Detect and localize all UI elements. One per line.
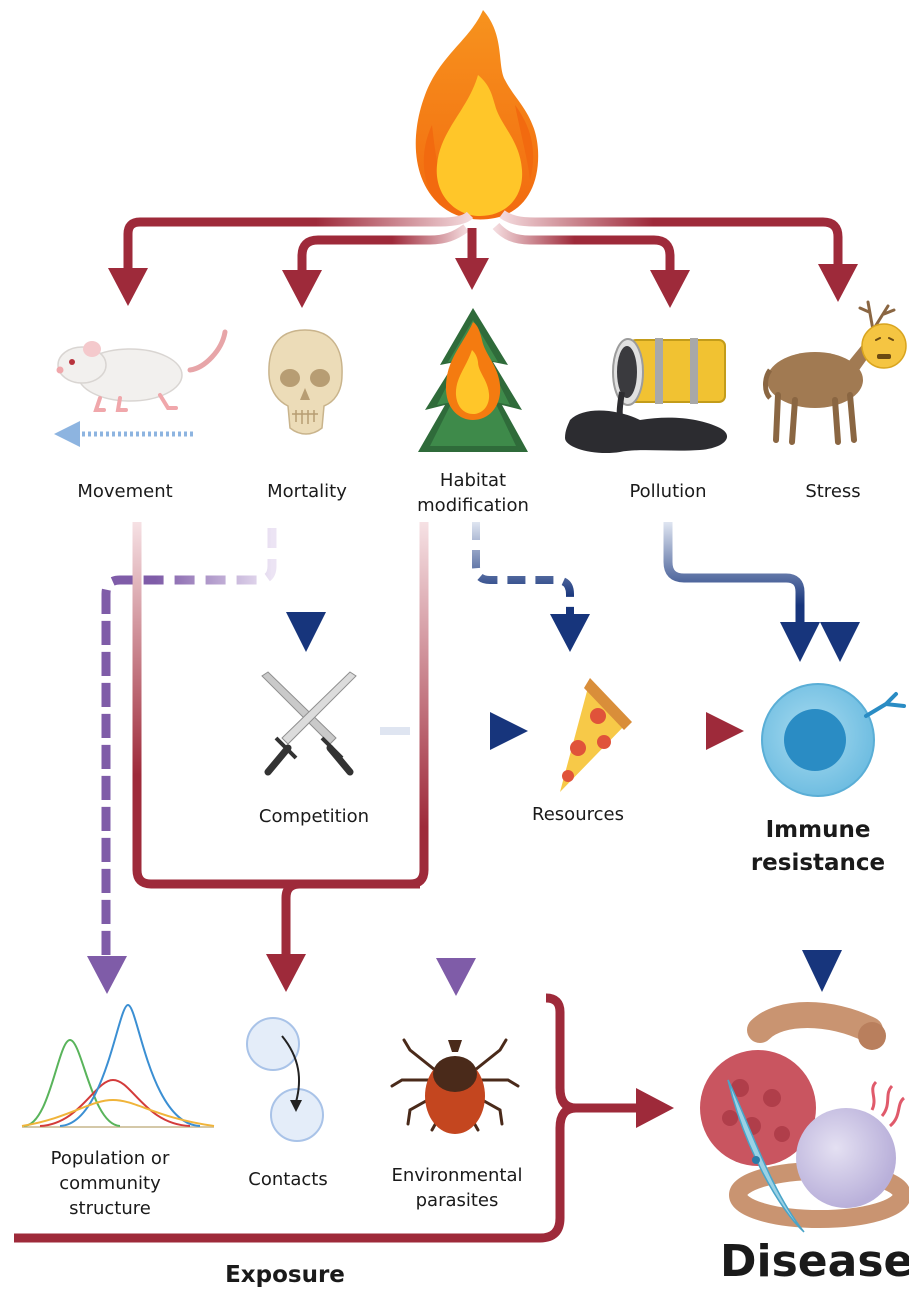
- exposure-label: Exposure: [200, 1262, 370, 1288]
- population-label-line1: Population or: [30, 1146, 190, 1171]
- population-label: Population or community structure: [30, 1146, 190, 1222]
- immune-label-line1: Immune: [738, 814, 898, 847]
- habitat-to-resources-arrow: [476, 522, 590, 652]
- distribution-curves-icon: [22, 1005, 214, 1127]
- habitat-to-parasites-arrow: [436, 522, 476, 996]
- rat-icon: [57, 332, 226, 410]
- fire-to-habitat-arrow: [455, 228, 489, 290]
- pizza-slice-icon: [560, 678, 632, 792]
- resources-to-immune-arrow: [635, 712, 744, 750]
- immune-cell-icon: [762, 684, 904, 796]
- fire-to-movement-arrow: [108, 215, 470, 306]
- mortality-label: Mortality: [247, 479, 367, 504]
- mortality-to-competition-arrow: [286, 522, 326, 652]
- crossed-swords-icon: [262, 672, 356, 772]
- pollution-to-immune-arrow: [668, 522, 820, 662]
- resources-label: Resources: [508, 802, 648, 827]
- pollution-label: Pollution: [608, 479, 728, 504]
- mortality-to-population-arrow: [87, 528, 272, 994]
- population-label-line3: structure: [30, 1196, 190, 1221]
- stressed-deer-icon: [766, 302, 907, 442]
- parasites-label-line2: parasites: [382, 1188, 532, 1213]
- contacts-label: Contacts: [228, 1167, 348, 1192]
- immune-to-disease-arrow: [802, 888, 842, 992]
- tick-icon: [392, 1040, 518, 1134]
- burning-tree-icon: [418, 308, 528, 452]
- parasites-label: Environmental parasites: [382, 1163, 532, 1213]
- population-label-line2: community: [30, 1171, 190, 1196]
- contact-circles-icon: [247, 1018, 323, 1141]
- habitat-label: Habitat modification: [403, 468, 543, 518]
- oil-barrel-spill-icon: [565, 338, 727, 453]
- movement-label: Movement: [65, 479, 185, 504]
- parasites-label-line1: Environmental: [382, 1163, 532, 1188]
- stress-to-immune-arrow: [820, 518, 860, 662]
- immune-resistance-label: Immune resistance: [738, 814, 898, 881]
- fire-to-mortality-arrow: [282, 228, 466, 308]
- movement-dotted-arrow: [54, 421, 193, 447]
- stress-label: Stress: [773, 479, 893, 504]
- pathogen-gut-icon: [700, 1015, 904, 1232]
- fire-icon: [416, 10, 538, 219]
- skull-icon: [269, 330, 342, 434]
- immune-label-line2: resistance: [738, 847, 898, 880]
- habitat-to-contacts-line: [266, 522, 424, 992]
- disease-label: Disease: [720, 1238, 905, 1286]
- habitat-label-line2: modification: [403, 493, 543, 518]
- habitat-label-line1: Habitat: [403, 468, 543, 493]
- competition-label: Competition: [244, 804, 384, 829]
- fire-to-pollution-arrow: [496, 226, 690, 308]
